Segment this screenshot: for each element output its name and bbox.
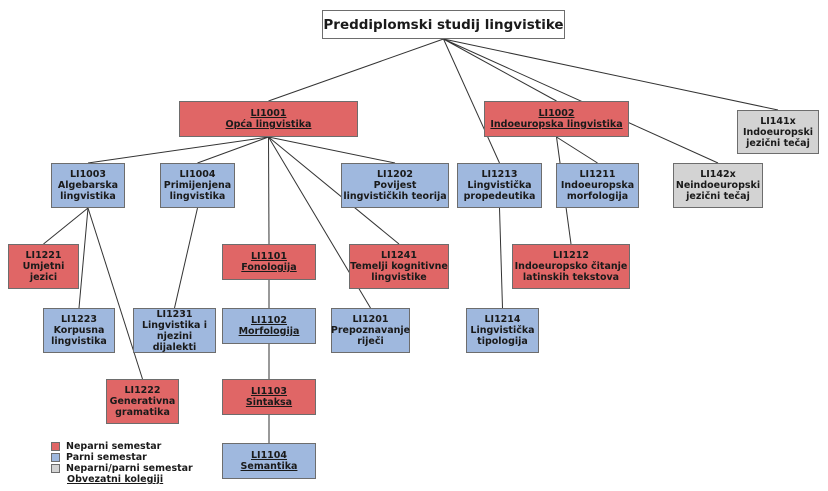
node-li1231: LI1231 Lingvistika i njezini dijalekti — [133, 308, 216, 353]
connector-title-li1002 — [443, 38, 557, 102]
node-li1103: LI1103 Sintaksa — [222, 379, 316, 415]
legend-label: Parni semestar — [66, 452, 147, 463]
node-code: LI1101 — [250, 251, 288, 262]
node-li1202: LI1202 Povijest lingvističkih teorija — [341, 163, 449, 208]
node-li1213: LI1213 Lingvistička propedeutika — [457, 163, 542, 208]
node-name: Lingvistička propedeutika — [463, 180, 536, 202]
node-code: LI141x — [760, 115, 796, 127]
connector-li1213-li1214 — [499, 207, 503, 309]
node-li1223: LI1223 Korpusna lingvistika — [43, 308, 115, 353]
node-code: LI1001 — [250, 108, 287, 119]
node-name: Indoeuropska morfologija — [560, 180, 635, 202]
node-code: LI1221 — [25, 250, 62, 261]
legend-item-both: Neparni/parni semestar — [51, 463, 193, 474]
node-li1004: LI1004 Primijenjena lingvistika — [160, 163, 235, 208]
connector-li1004-li1231 — [174, 207, 198, 309]
legend-swatch-odd — [51, 442, 60, 451]
node-code: LI1214 — [484, 314, 521, 325]
node-li1222: LI1222 Generativna gramatika — [106, 379, 179, 424]
node-name: Opća lingvistika — [225, 119, 312, 130]
node-name: Neindoeuropski jezični tečaj — [675, 180, 761, 202]
node-code: LI1102 — [250, 315, 288, 326]
connector-li1003-li1221 — [43, 207, 89, 245]
node-li1212: LI1212 Indoeuropsko čitanje latinskih te… — [512, 244, 630, 289]
node-name: Umjetni jezici — [22, 261, 65, 283]
legend-item-even: Parni semestar — [51, 452, 193, 463]
node-li1241: LI1241 Temelji kognitivne lingvistike — [349, 244, 449, 289]
node-code: LI1223 — [60, 314, 98, 325]
node-li1102: LI1102 Morfologija — [222, 308, 316, 344]
node-name: Fonologija — [241, 262, 297, 273]
node-name: Primijenjena lingvistika — [163, 180, 232, 202]
node-code: LI1104 — [250, 450, 288, 461]
node-name: Generativna gramatika — [109, 396, 176, 418]
node-name: Algebarska lingvistika — [57, 180, 119, 202]
legend: Neparni semestar Parni semestar Neparni/… — [51, 441, 193, 485]
node-code: LI1201 — [352, 314, 389, 325]
node-code: LI1211 — [579, 169, 616, 180]
legend-item-odd: Neparni semestar — [51, 441, 193, 452]
node-li1002: LI1002 Indoeuropska lingvistika — [484, 101, 629, 137]
node-li142x: LI142x Neindoeuropski jezični tečaj — [673, 163, 763, 208]
node-li1201: LI1201 Prepoznavanje riječi — [331, 308, 410, 353]
node-code: LI1213 — [481, 169, 518, 180]
node-code: LI1241 — [380, 250, 418, 261]
node-li1001: LI1001 Opća lingvistika — [179, 101, 358, 137]
node-li1214: LI1214 Lingvistička tipologija — [466, 308, 539, 353]
node-name: Prepoznavanje riječi — [330, 325, 411, 347]
connector-li1002-li1211 — [556, 136, 598, 164]
legend-label: Obvezatni kolegiji — [67, 474, 164, 485]
node-code: LI1103 — [250, 386, 288, 397]
node-name: Lingvistička tipologija — [470, 325, 535, 347]
node-name: Morfologija — [238, 326, 300, 337]
node-name: Indoeuropski jezični tečaj — [742, 126, 814, 149]
node-name: Lingvistika i njezini dijalekti — [141, 319, 208, 353]
connector-li1001-li1003 — [87, 136, 269, 164]
node-li1221: LI1221 Umjetni jezici — [8, 244, 79, 289]
diagram-title-text: Preddiplomski studij lingvistike — [323, 16, 564, 33]
node-name: Semantika — [240, 461, 298, 472]
node-code: LI142x — [700, 169, 736, 180]
node-code: LI1231 — [156, 308, 193, 320]
node-li1211: LI1211 Indoeuropska morfologija — [556, 163, 639, 208]
node-code: LI1004 — [179, 169, 216, 180]
node-li1104: LI1104 Semantika — [222, 443, 316, 479]
node-li1003: LI1003 Algebarska lingvistika — [51, 163, 125, 208]
connector-title-li1213 — [443, 38, 500, 164]
node-name: Korpusna lingvistika — [51, 325, 107, 347]
node-name: Povijest lingvističkih teorija — [343, 180, 447, 202]
node-code: LI1212 — [552, 250, 590, 261]
node-code: LI1222 — [124, 385, 161, 396]
diagram-title: Preddiplomski studij lingvistike — [322, 10, 565, 39]
node-code: LI1202 — [376, 169, 414, 180]
node-li1101: LI1101 Fonologija — [222, 244, 316, 280]
connector-li1003-li1222 — [87, 207, 143, 380]
connector-li1001-li1202 — [268, 136, 396, 164]
connector-title-li141x — [443, 38, 779, 111]
connector-li1003-li1223 — [78, 207, 89, 309]
connector-li1001-li1241 — [268, 136, 400, 245]
node-code: LI1003 — [69, 169, 107, 180]
node-li141x: LI141x Indoeuropski jezični tečaj — [737, 110, 819, 154]
connector-title-li1001 — [268, 38, 444, 102]
legend-label: Neparni semestar — [66, 441, 162, 452]
legend-label: Neparni/parni semestar — [66, 463, 193, 474]
legend-swatch-both — [51, 464, 60, 473]
node-name: Indoeuropska lingvistika — [490, 119, 623, 130]
connector-li1001-li1101 — [268, 136, 270, 245]
node-name: Sintaksa — [245, 397, 293, 408]
legend-item-mandatory: Obvezatni kolegiji — [51, 474, 193, 485]
node-name: Temelji kognitivne lingvistike — [350, 261, 448, 283]
node-code: LI1002 — [538, 108, 575, 119]
legend-swatch-even — [51, 453, 60, 462]
connector-li1001-li1004 — [197, 136, 269, 164]
node-name: Indoeuropsko čitanje latinskih tekstova — [514, 261, 628, 283]
